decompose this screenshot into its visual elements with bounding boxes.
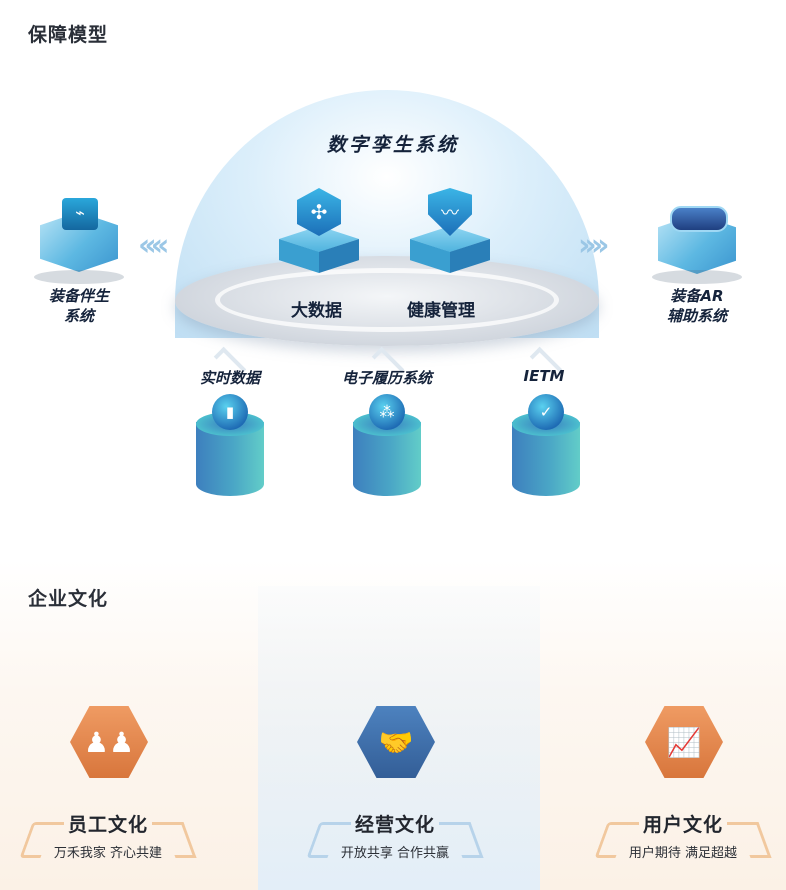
culture-subtitle: 用户期待 满足超越 <box>628 846 738 861</box>
companion-system-cube: ⌁ <box>40 198 118 272</box>
dome-title: 数字孪生系统 <box>326 134 459 156</box>
growth-chart-icon: 📈 <box>645 706 723 778</box>
platform-left-label: 大数据 <box>291 301 342 321</box>
data-source-label: IETM <box>523 367 565 385</box>
data-source-label: 电子履历系统 <box>341 369 432 387</box>
culture-card-staff: ♟♟ 员工文化 万禾我家 齐心共建 <box>8 700 208 870</box>
health-cube <box>410 226 490 284</box>
culture-subtitle: 万禾我家 齐心共建 <box>53 846 163 861</box>
ietm-cylinder: ✓ <box>512 394 580 504</box>
right-system-label: 装备AR 辅助系统 <box>666 287 727 325</box>
handshake-icon: 🤝 <box>357 706 435 778</box>
culture-title: 用户文化 <box>642 814 723 836</box>
big-data-cube <box>279 226 359 284</box>
culture-title: 经营文化 <box>354 814 435 836</box>
section-title-model: 保障模型 <box>28 24 109 46</box>
section-title-culture: 企业文化 <box>28 588 109 610</box>
monitor-icon: ⌁ <box>62 198 98 230</box>
team-icon: ♟♟ <box>70 706 148 778</box>
handshake-icon: ✓ <box>528 394 564 430</box>
share-icon: ⁂ <box>369 394 405 430</box>
vr-goggles-icon <box>670 206 728 232</box>
chart-icon: ▮ <box>212 394 248 430</box>
platform-ring <box>215 268 559 332</box>
realtime-data-cylinder: ▮ <box>196 394 264 504</box>
network-icon: ✣ <box>297 188 341 236</box>
left-chevrons: ‹‹‹‹ <box>138 228 170 263</box>
right-chevrons: ›››› <box>578 228 610 263</box>
culture-card-user: 📈 用户文化 用户期待 满足超越 <box>583 700 783 870</box>
culture-subtitle: 开放共享 合作共赢 <box>340 846 450 861</box>
culture-title: 员工文化 <box>67 814 148 836</box>
ar-system-cube <box>658 200 736 274</box>
platform-right-label: 健康管理 <box>407 301 475 321</box>
records-system-cylinder: ⁂ <box>353 394 421 504</box>
culture-card-business: 🤝 经营文化 开放共享 合作共赢 <box>295 700 495 870</box>
support-model-diagram: 数字孪生系统 ✣ 大数据 〰 健康管理 ⌁ 装备伴生 系统 ‹‹‹‹ 装备AR … <box>0 60 786 530</box>
data-source-label: 实时数据 <box>199 369 260 387</box>
left-system-label: 装备伴生 系统 <box>48 287 109 325</box>
